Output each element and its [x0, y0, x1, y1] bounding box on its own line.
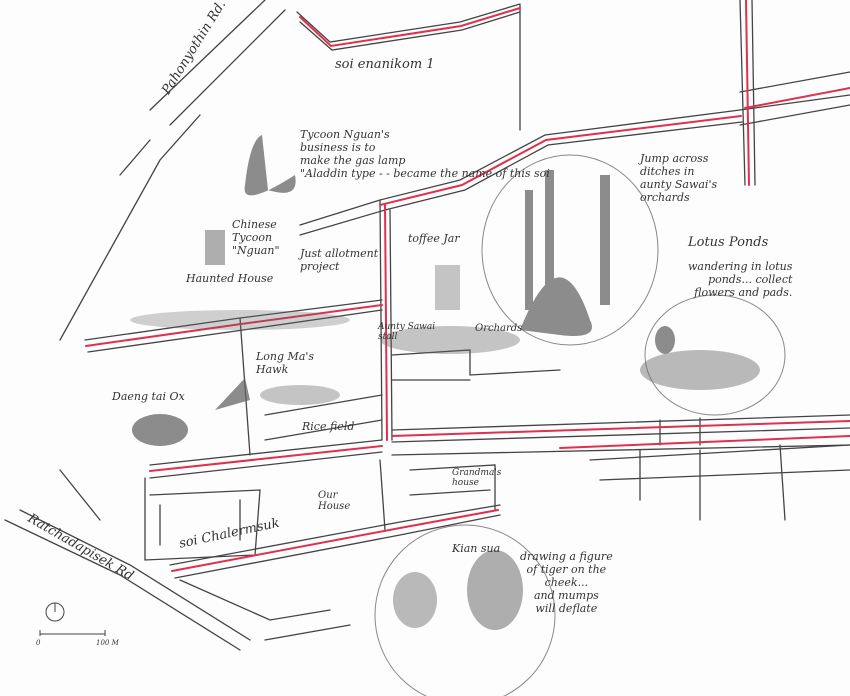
- label-orchards: Orchards: [475, 323, 523, 334]
- label-aunty-stall: Aunty Sawai stall: [378, 322, 436, 342]
- scale-start: 0: [36, 639, 41, 647]
- annotation-tycoon: Tycoon Nguan's business is to make the g…: [300, 128, 550, 180]
- label-ox: Daeng tai Ox: [112, 390, 185, 403]
- road-left-edge: [109, 114, 201, 251]
- label-grandma-house: Grandma's house: [452, 468, 502, 488]
- scale-end: 100 M: [96, 639, 119, 647]
- label-haunted-house: Haunted House: [186, 272, 274, 285]
- roads: [4, 0, 850, 651]
- label-our-house: Our House: [318, 490, 351, 512]
- highlighted-routes: [85, 0, 850, 572]
- label-long-ma-hawk: Long Ma's Hawk: [256, 350, 315, 376]
- label-kian-sua: Kian sua: [452, 542, 501, 555]
- label-rice-field: Rice field: [302, 420, 355, 433]
- annotation-jump-across: Jump across ditches in aunty Sawai's orc…: [640, 152, 718, 204]
- label-toffee-jar: toffee Jar: [408, 232, 460, 245]
- annotation-chinese-tycoon: Chinese Tycoon "Nguan": [232, 218, 280, 257]
- north-arrow-icon: [45, 602, 65, 622]
- road-pahonyothin: [149, 0, 286, 126]
- road-label-soi-top: soi enanikom 1: [335, 57, 435, 72]
- annotation-wandering: wandering in lotus ponds... collect flow…: [688, 260, 793, 299]
- label-lotus-ponds: Lotus Ponds: [688, 235, 769, 250]
- annotation-drawing: drawing a figure of tiger on the cheek..…: [520, 550, 613, 615]
- road-ratchadapisek: [4, 509, 251, 651]
- label-allotment: Just allotment project: [300, 247, 379, 273]
- vignette-circles: [374, 154, 786, 696]
- scale-bar: [39, 630, 106, 636]
- ink-wash-illustrations: [130, 135, 760, 630]
